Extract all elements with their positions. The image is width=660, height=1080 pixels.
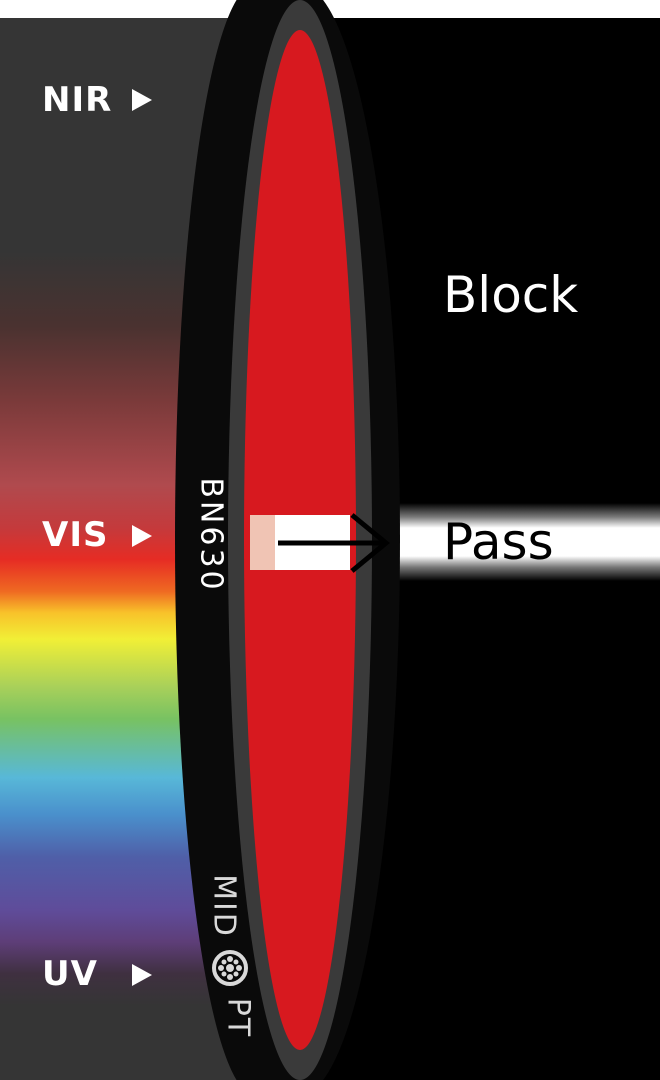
brand-label: MID: [206, 874, 242, 938]
brand-suffix-label: PT: [220, 997, 256, 1039]
vis-arrow-icon: [132, 525, 152, 547]
nir-arrow-icon: [132, 89, 152, 111]
nir-label: NIR: [42, 80, 113, 120]
block-label: Block: [443, 266, 579, 324]
vis-label: VIS: [42, 515, 109, 555]
uv-arrow-icon: [132, 964, 152, 986]
pass-label: Pass: [443, 513, 554, 571]
uv-label: UV: [42, 954, 98, 994]
filter-model-label: BN630: [193, 477, 229, 593]
midopt-logo-mark: [212, 950, 248, 986]
pass-entry-tint: [250, 515, 275, 570]
pass-arrow-head: [350, 513, 390, 573]
